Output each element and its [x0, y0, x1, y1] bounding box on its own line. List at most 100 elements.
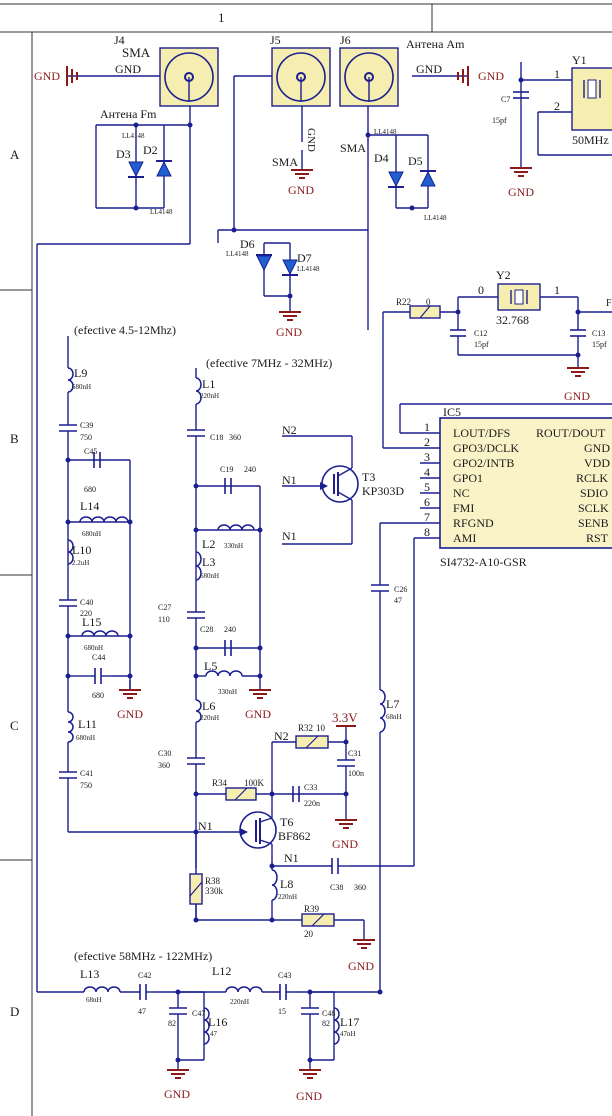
c41-value: 750	[80, 781, 92, 790]
antenna-j5	[271, 47, 331, 107]
j6-pin-gnd: GND	[416, 62, 442, 76]
ic5-right-pins: ROUT/DOUT GND VDD RCLK SDIO SCLK SENB RS…	[536, 426, 610, 545]
capacitor-c44	[84, 668, 112, 684]
l9-value: 680nH	[72, 383, 91, 391]
l11-value: 680nH	[76, 734, 95, 742]
c40-ref: C40	[80, 598, 93, 607]
ground-symbol-j4	[66, 66, 78, 86]
capacitor-c31	[337, 748, 355, 772]
c33-value: 220n	[304, 799, 320, 808]
l6-ref: L6	[202, 699, 215, 713]
capacitor-c33	[292, 786, 300, 802]
l5-value: 330nH	[218, 688, 237, 696]
ic5-right-pin-name: SCLK	[578, 501, 609, 515]
inductor-l3	[195, 551, 202, 581]
transistor-t3	[320, 465, 359, 503]
inductor-l8	[271, 869, 278, 901]
j6-sma: SMA	[340, 141, 366, 155]
inductor-l17	[333, 1007, 340, 1045]
ic5-body	[439, 417, 612, 549]
c40-value: 220	[80, 609, 92, 618]
y2-pin2: 1	[554, 283, 560, 297]
y1-pin2: 2	[554, 99, 560, 113]
d4-ref: D4	[374, 151, 389, 165]
c26-ref: C26	[394, 585, 407, 594]
r32-value: 10	[316, 723, 326, 733]
l14-ref: L14	[80, 499, 99, 513]
crystal-y2	[497, 283, 541, 311]
inductor-l1	[195, 377, 202, 405]
ic5-pin-num: 3	[424, 450, 430, 464]
ic5-pin-num: 1	[424, 420, 430, 434]
ic5-pin-num: 2	[424, 435, 430, 449]
ground-symbol-l17	[298, 1069, 322, 1079]
c19-value: 240	[244, 465, 256, 474]
c30-ref: C30	[158, 749, 171, 758]
inductor-l5	[205, 670, 243, 677]
ic5-pin-num: 8	[424, 525, 430, 539]
gnd-label-j5: GND	[288, 183, 314, 197]
inductor-l10	[67, 539, 74, 565]
t6-net-source: N1	[284, 851, 299, 865]
inductor-l6	[195, 699, 202, 723]
t3-net-source: N1	[282, 529, 297, 543]
resistor-r38	[189, 873, 203, 905]
ic5-pin-name: AMI	[453, 531, 476, 545]
capacitor-c28	[224, 640, 232, 656]
inductor-l7	[379, 689, 386, 733]
l6-value: 220nH	[200, 714, 219, 722]
capacitor-c7	[513, 91, 529, 99]
resistor-r22	[409, 305, 441, 319]
capacitor-c39	[59, 424, 77, 438]
ground-symbol-y2	[566, 367, 590, 377]
gnd-label-c31: GND	[332, 837, 358, 851]
l14-value: 680nH	[82, 530, 101, 538]
ground-symbol-r39	[352, 939, 376, 949]
c44-ref: C44	[92, 653, 105, 662]
column-number: 1	[218, 10, 225, 25]
c38-ref: C38	[330, 883, 343, 892]
d3-part: LL4148	[122, 132, 145, 140]
capacitor-c19	[224, 478, 232, 494]
c13-value: 15pf	[592, 340, 607, 349]
ic5-pin-name: RFGND	[453, 516, 494, 530]
gnd-label-l16: GND	[164, 1087, 190, 1101]
c12-value: 15pf	[474, 340, 489, 349]
l7-ref: L7	[386, 697, 399, 711]
c45-value: 680	[84, 485, 96, 494]
l17-value: 47nH	[340, 1030, 356, 1038]
ground-symbol-c31	[334, 819, 358, 829]
l16-value: 47	[210, 1030, 218, 1038]
d7-ref: D7	[297, 251, 312, 265]
c38-value: 360	[354, 883, 366, 892]
ic5-pin-name: LOUT/DFS	[453, 426, 510, 440]
r32-ref: R32	[298, 723, 313, 733]
diode-d4	[388, 171, 404, 188]
c18-ref: C18	[210, 433, 223, 442]
ic5-pin-name: GPO1	[453, 471, 483, 485]
l8-value: 220nH	[278, 893, 297, 901]
ic5-left-pins: 1 LOUT/DFS 2 GPO3/DCLK 3 GPO2/INTB 4 GPO…	[424, 420, 519, 545]
t6-ref: T6	[280, 815, 293, 829]
j5-sma: SMA	[272, 155, 298, 169]
resistor-r32	[295, 735, 329, 749]
y2-ref: Y2	[496, 268, 511, 282]
l13-value: 68nH	[86, 996, 102, 1004]
diode-d2	[156, 160, 172, 177]
capacitor-c47	[169, 1007, 187, 1022]
band-note-1: (efective 4.5-12Mhz)	[74, 323, 176, 337]
c39-ref: C39	[80, 421, 93, 430]
inductor-l14	[79, 516, 129, 523]
d5-part: LL4148	[424, 214, 447, 222]
c43-ref: C43	[278, 971, 291, 980]
gnd-label-band1: GND	[117, 707, 143, 721]
t3-part: KP303D	[362, 484, 404, 498]
c47-value: 82	[168, 1019, 176, 1028]
r38-value: 330k	[205, 886, 224, 896]
c43-value: 15	[278, 1007, 286, 1016]
ic5-pin-name: FMI	[453, 501, 474, 515]
c42-value: 47	[138, 1007, 146, 1016]
l13-ref: L13	[80, 967, 99, 981]
y1-pin1: 1	[554, 67, 560, 81]
ground-symbol-y1	[509, 167, 533, 177]
